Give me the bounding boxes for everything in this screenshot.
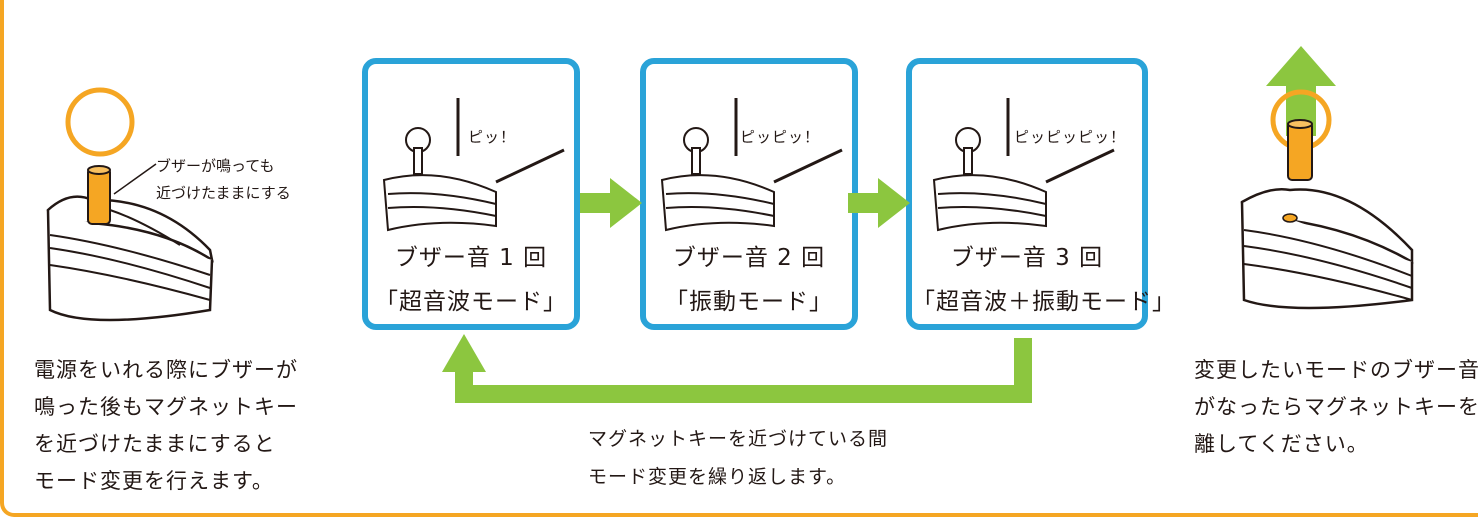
beep-label: ピッピッ！ (740, 128, 821, 146)
loop-note-line: モード変更を繰り返します。 (588, 466, 847, 488)
beep-label: ピッピッピッ！ (1014, 128, 1127, 146)
caption-line: 変更したいモードのブザー音 (1194, 358, 1478, 382)
caption-line: 離してください。 (1194, 432, 1369, 456)
step-mode: 「超音波モード」 (375, 289, 567, 315)
caption-line: がなったらマグネットキーを (1194, 395, 1478, 419)
step-box-2: ピッピッ！ ブザー音 2 回 「振動モード」 (640, 58, 858, 330)
loop-note-line: マグネットキーを近づけている間 (588, 428, 889, 450)
arrow-right-icon (580, 178, 642, 228)
step-box-1: ピッ！ ブザー音 1 回 「超音波モード」 (362, 58, 580, 330)
device-with-magnet-key-icon (1240, 89, 1414, 310)
caption-line: を近づけたままにすると (34, 432, 276, 456)
loop-note: マグネットキーを近づけている間 モード変更を繰り返します。 (588, 420, 888, 496)
caption-line: 電源をいれる際にブザーが (34, 358, 298, 382)
step-mode: 「振動モード」 (665, 289, 833, 315)
loop-arrow-icon (442, 334, 1032, 403)
caption-line: 鳴った後もマグネットキー (34, 395, 298, 419)
step-box-3: ピッピッピッ！ ブザー音 3 回 「超音波＋振動モード」 (906, 58, 1176, 330)
caption-line: モード変更を行えます。 (34, 469, 274, 493)
arrow-right-icon (848, 178, 910, 228)
device-with-magnet-key-icon (46, 87, 214, 322)
speaker-device-icon (382, 98, 565, 232)
callout-text: ブザーが鳴っても 近づけたままにする (156, 153, 291, 207)
step-title: ブザー音 2 回 (672, 245, 826, 271)
speaker-device-icon (932, 98, 1115, 232)
right-caption: 変更したいモードのブザー音 がなったらマグネットキーを 離してください。 (1194, 352, 1478, 463)
left-caption: 電源をいれる際にブザーが 鳴った後もマグネットキー を近づけたままにすると モー… (34, 352, 298, 500)
callout-line: 近づけたままにする (156, 184, 291, 202)
speaker-device-icon (660, 98, 843, 232)
step-mode: 「超音波＋振動モード」 (912, 289, 1176, 315)
callout-line: ブザーが鳴っても (156, 157, 275, 175)
beep-label: ピッ！ (468, 128, 517, 146)
step-title: ブザー音 1 回 (394, 245, 548, 271)
step-title: ブザー音 3 回 (950, 245, 1104, 271)
